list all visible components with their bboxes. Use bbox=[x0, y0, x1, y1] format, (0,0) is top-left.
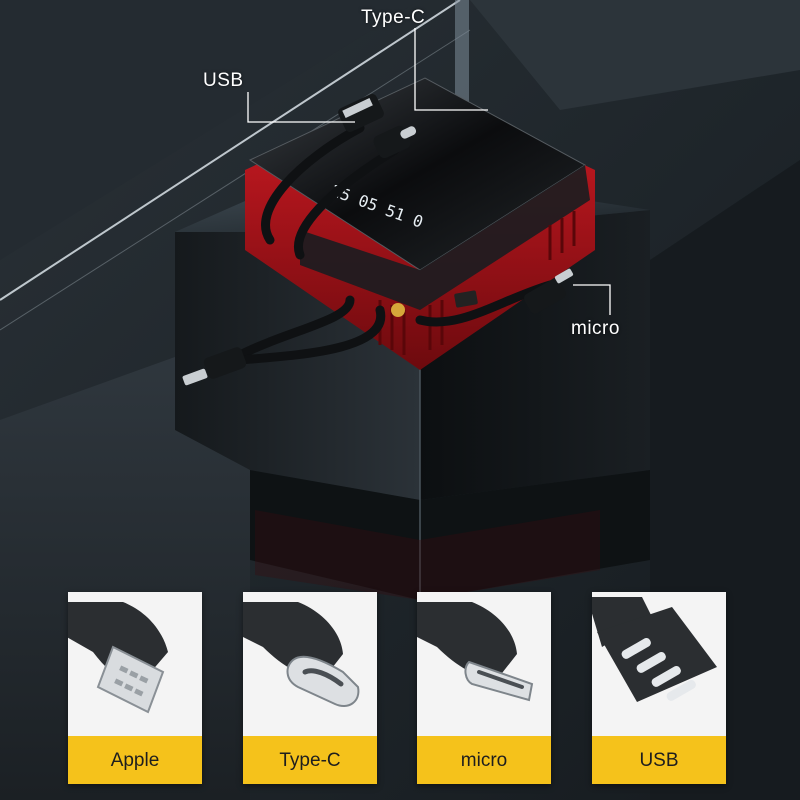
type-c-cable bbox=[294, 145, 400, 260]
card-label-apple: Apple bbox=[68, 736, 202, 784]
usb-leader bbox=[247, 92, 355, 123]
usb-plug bbox=[342, 98, 373, 118]
flashlight-led bbox=[391, 303, 405, 317]
type-c-plug bbox=[400, 126, 417, 139]
usb-port bbox=[454, 290, 478, 308]
usb-a-connector-icon bbox=[592, 597, 717, 702]
usb-cable bbox=[261, 123, 365, 245]
micro-usb-connector-icon bbox=[417, 602, 534, 702]
lightning-cable bbox=[235, 295, 355, 360]
glass-side bbox=[300, 165, 590, 310]
micro-head bbox=[524, 278, 566, 314]
light-streak bbox=[0, 0, 461, 301]
callout-usb: USB bbox=[203, 70, 244, 91]
card-label-micro: micro bbox=[417, 736, 551, 784]
lightning-cable-loop bbox=[235, 305, 386, 365]
lightning-connector-icon bbox=[68, 602, 168, 714]
usb-c-connector-icon bbox=[243, 602, 360, 707]
connector-card-usb: USB bbox=[592, 592, 726, 784]
connector-card-type-c: Type-C bbox=[243, 592, 377, 784]
callout-micro: micro bbox=[571, 318, 620, 339]
lightning-head bbox=[203, 347, 247, 379]
connector-card-micro: micro bbox=[417, 592, 551, 784]
wall-panel-right bbox=[470, 0, 800, 110]
card-label-type-c: Type-C bbox=[243, 736, 377, 784]
cube-base bbox=[250, 470, 650, 600]
card-label-usb: USB bbox=[592, 736, 726, 784]
lightning-plug bbox=[182, 368, 208, 386]
type-c-leader bbox=[414, 28, 488, 111]
micro-plug bbox=[554, 268, 574, 284]
reflection bbox=[255, 510, 600, 600]
micro-leader bbox=[573, 284, 611, 315]
wall-panel-left bbox=[0, 0, 420, 260]
connector-card-apple: Apple bbox=[68, 592, 202, 784]
callout-type-c: Type-C bbox=[361, 7, 426, 28]
light-streak-2 bbox=[0, 29, 471, 331]
callout-lines bbox=[247, 28, 611, 315]
